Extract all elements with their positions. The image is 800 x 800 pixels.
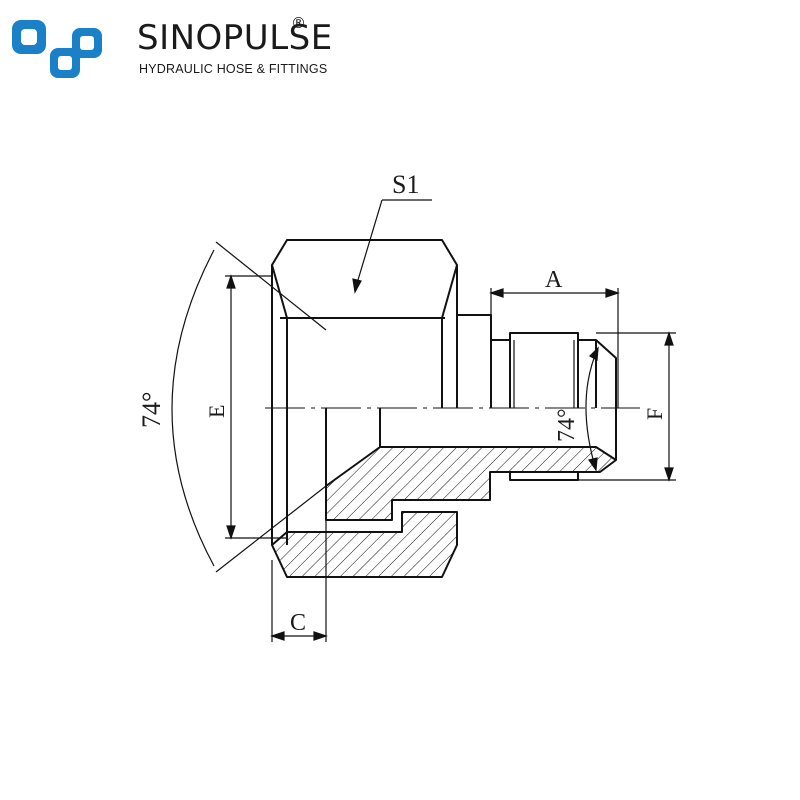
- angle-left: [171, 241, 327, 573]
- leader-s1: [352, 199, 432, 294]
- dimension-e: [225, 274, 287, 540]
- dimension-a: [489, 288, 620, 408]
- registered-mark: ®: [291, 14, 306, 32]
- label-e: E: [204, 405, 229, 418]
- neck: [457, 314, 492, 408]
- label-s1: S1: [392, 170, 419, 199]
- brand-name: SINOPULSE: [137, 18, 333, 58]
- label-f: F: [642, 408, 667, 420]
- dimension-c: [270, 520, 328, 642]
- thread-end: [491, 332, 617, 408]
- dimension-f: [578, 331, 676, 482]
- angle-right: [585, 346, 599, 472]
- brand-tagline: HYDRAULIC HOSE & FITTINGS: [139, 62, 328, 76]
- label-c: C: [290, 610, 306, 636]
- logo-mark: [12, 20, 102, 78]
- section-lower: [271, 408, 617, 578]
- label-a: A: [545, 267, 563, 293]
- label-angle-right: 74°: [554, 408, 580, 442]
- label-angle-left: 74°: [137, 392, 166, 428]
- hex-nut: [271, 239, 458, 408]
